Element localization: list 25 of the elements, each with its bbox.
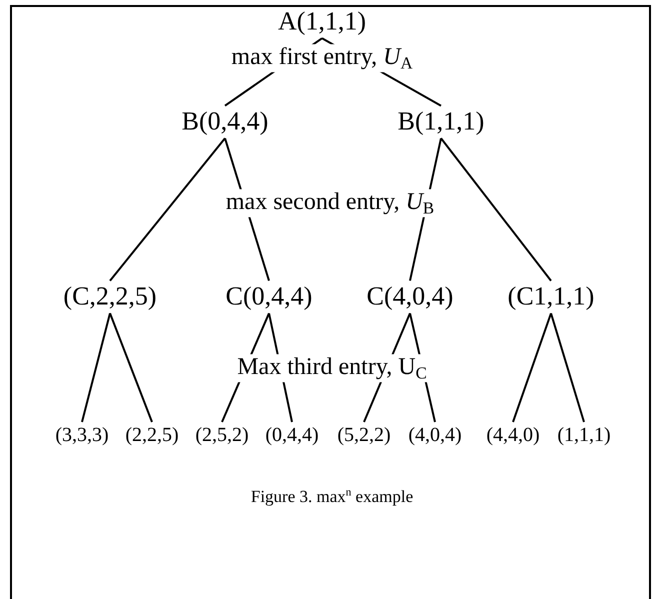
tree-node-label: (5,2,2) (337, 424, 391, 446)
tree-node-label: (0,4,4) (265, 424, 319, 446)
tree-node-label: (4,0,4) (408, 424, 462, 446)
level-label: max first entry, U$_{A}$ (229, 44, 415, 72)
tree-node-label: (2,5,2) (195, 424, 249, 446)
tree-node-label: C(4,0,4) (366, 282, 454, 312)
level-label: max second entry, U$_{B}$ (224, 189, 436, 217)
tree-node-label: (4,4,0) (486, 424, 540, 446)
tree-branch-line (81, 313, 111, 422)
tree-node-label: (C,2,2,5) (63, 282, 157, 312)
tree-node-label: C(0,4,4) (226, 282, 312, 312)
tree-branch-line (440, 138, 552, 282)
level-label: Max third entry, U$_{C}$ (235, 354, 429, 382)
tree-branch-line (109, 312, 153, 422)
tree-node-label: B(0,4,4) (182, 108, 268, 136)
tree-node-label: B(1,1,1) (398, 108, 484, 136)
figure-caption: Figure 3. max$^{n}$ example (250, 487, 414, 507)
tree-branch-line (550, 313, 585, 422)
tree-node-label: (C1,1,1) (508, 282, 594, 312)
tree-node-label: (2,2,5) (125, 424, 179, 446)
tree-branch-line (109, 138, 226, 282)
tree-branch-line (512, 312, 552, 422)
tree-node-label: (1,1,1) (557, 424, 611, 446)
tree-node-label: A(1,1,1) (278, 8, 366, 36)
tree-node-label: (3,3,3) (55, 424, 109, 446)
